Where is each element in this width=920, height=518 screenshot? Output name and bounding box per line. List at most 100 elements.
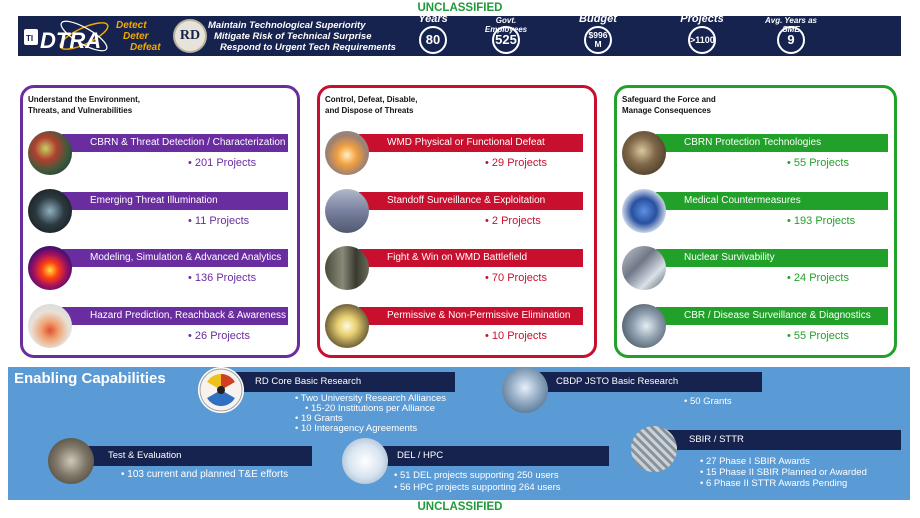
block-label: RD Core Basic Research bbox=[227, 372, 455, 392]
list-item: CBRN & Threat Detection / Characterizati… bbox=[28, 128, 298, 178]
item-label: CBRN & Threat Detection / Characterizati… bbox=[62, 134, 288, 152]
list-item: 6 Phase II STTR Awards Pending bbox=[700, 478, 867, 489]
elimination-image-icon bbox=[325, 304, 369, 348]
list-item: Emerging Threat Illumination • 11 Projec… bbox=[28, 186, 298, 236]
item-count: • 136 Projects bbox=[188, 272, 257, 284]
item-count: • 55 Projects bbox=[787, 157, 849, 169]
item-label: Medical Countermeasures bbox=[656, 192, 888, 210]
item-count: • 11 Projects bbox=[188, 215, 250, 227]
panel-title: Control, Defeat, Disable, and Dispose of… bbox=[325, 95, 418, 115]
panel-title: Safeguard the Force and Manage Consequen… bbox=[622, 95, 716, 115]
explosion-image-icon bbox=[325, 131, 369, 175]
list-item: 15-20 Institutions per Alliance bbox=[295, 404, 446, 414]
lab-gloves-image-icon bbox=[622, 189, 666, 233]
protective-gear-image-icon bbox=[622, 131, 666, 175]
stat-value: 9 bbox=[777, 26, 805, 54]
list-item: CBRN Protection Technologies • 55 Projec… bbox=[622, 128, 892, 178]
item-count: • 201 Projects bbox=[188, 157, 257, 169]
panel-safeguard: Safeguard the Force and Manage Consequen… bbox=[614, 85, 897, 358]
mission-3: Respond to Urgent Tech Requirements bbox=[220, 42, 396, 53]
mission-list: Maintain Technological Superiority Mitig… bbox=[208, 20, 396, 53]
panel-title: Understand the Environment, Threats, and… bbox=[28, 95, 141, 115]
block-items: 27 Phase I SBIR Awards 15 Phase II SBIR … bbox=[700, 456, 867, 489]
block-items: 51 DEL projects supporting 250 users 56 … bbox=[394, 470, 561, 494]
mission-2: Mitigate Risk of Technical Surprise bbox=[214, 31, 372, 42]
block-label: DEL / HPC bbox=[369, 446, 609, 466]
list-item: 56 HPC projects supporting 264 users bbox=[394, 482, 561, 494]
list-item: Modeling, Simulation & Advanced Analytic… bbox=[28, 243, 298, 293]
item-label: Modeling, Simulation & Advanced Analytic… bbox=[62, 249, 288, 267]
list-item: 10 Interagency Agreements bbox=[295, 424, 446, 434]
list-item: CBR / Disease Surveillance & Diagnostics… bbox=[622, 301, 892, 351]
item-count: • 2 Projects bbox=[485, 215, 541, 227]
block-items: Two University Research Alliances 15-20 … bbox=[295, 394, 446, 434]
classification-bottom: UNCLASSIFIED bbox=[417, 501, 503, 513]
stat-value: >1100 bbox=[688, 26, 716, 54]
microchip-image-icon bbox=[631, 426, 677, 472]
list-item: 15 Phase II SBIR Planned or Awarded bbox=[700, 467, 867, 478]
stat-label: Years bbox=[418, 13, 448, 25]
logo-text: DTRA bbox=[40, 28, 101, 53]
svg-text:TI: TI bbox=[26, 34, 33, 43]
list-item: 103 current and planned T&E efforts bbox=[121, 470, 288, 480]
enabling-title: Enabling Capabilities bbox=[14, 370, 166, 387]
list-item: Two University Research Alliances bbox=[295, 394, 446, 404]
heatmap-image-icon bbox=[28, 246, 72, 290]
hpc-network-image-icon bbox=[342, 438, 388, 484]
radiation-symbol-icon bbox=[198, 367, 244, 413]
item-label: CBR / Disease Surveillance & Diagnostics bbox=[656, 307, 888, 325]
seal-text: RD bbox=[179, 28, 201, 43]
lab-researcher-image-icon bbox=[502, 367, 548, 413]
block-label: CBDP JSTO Basic Research bbox=[528, 372, 762, 392]
item-count: • 70 Projects bbox=[485, 272, 547, 284]
stat-budget: Budget $996 M bbox=[568, 13, 628, 56]
panel-control: Control, Defeat, Disable, and Dispose of… bbox=[317, 85, 597, 358]
hardware-image-icon bbox=[622, 246, 666, 290]
soldiers-image-icon bbox=[325, 246, 369, 290]
list-item: 50 Grants bbox=[684, 397, 732, 407]
header-banner: TI DTRA Detect Deter Defeat RD Maintain … bbox=[18, 13, 901, 56]
stat-label: Budget bbox=[579, 13, 617, 25]
item-count: • 24 Projects bbox=[787, 272, 849, 284]
motto-defeat: Defeat bbox=[130, 42, 161, 53]
stat-years: Years 80 bbox=[403, 13, 463, 56]
block-items: 103 current and planned T&E efforts bbox=[121, 470, 288, 480]
item-count: • 55 Projects bbox=[787, 330, 849, 342]
motto-detect: Detect bbox=[116, 20, 147, 31]
list-item: 27 Phase I SBIR Awards bbox=[700, 456, 867, 467]
block-label: SBIR / STTR bbox=[661, 430, 901, 450]
stat-projects: Projects >1100 bbox=[672, 13, 732, 56]
list-item: Permissive & Non-Permissive Elimination … bbox=[325, 301, 595, 351]
item-label: Nuclear Survivability bbox=[656, 249, 888, 267]
item-count: • 29 Projects bbox=[485, 157, 547, 169]
panel-understand: Understand the Environment, Threats, and… bbox=[20, 85, 300, 358]
item-label: Permissive & Non-Permissive Elimination bbox=[359, 307, 583, 325]
item-count: • 193 Projects bbox=[787, 215, 856, 227]
block-label: Test & Evaluation bbox=[80, 446, 312, 466]
classification-top: UNCLASSIFIED bbox=[417, 2, 503, 14]
list-item: Medical Countermeasures • 193 Projects bbox=[622, 186, 892, 236]
rd-seal-icon: RD bbox=[173, 19, 207, 53]
stat-employees: Govt. Employees 525 bbox=[476, 16, 536, 56]
enabling-capabilities: Enabling Capabilities RD Core Basic Rese… bbox=[8, 367, 910, 500]
diagnostics-image-icon bbox=[622, 304, 666, 348]
block-items: 50 Grants bbox=[684, 397, 732, 407]
item-label: CBRN Protection Technologies bbox=[656, 134, 888, 152]
dtra-logo: TI DTRA bbox=[24, 20, 109, 53]
stat-value: 80 bbox=[419, 26, 447, 54]
stat-avg-years: Avg. Years as SME 9 bbox=[761, 16, 821, 56]
item-label: Fight & Win on WMD Battlefield bbox=[359, 249, 583, 267]
stat-value: $996 M bbox=[584, 26, 612, 54]
threat-illumination-image-icon bbox=[28, 189, 72, 233]
detection-image-icon bbox=[28, 131, 72, 175]
item-label: Hazard Prediction, Reachback & Awareness bbox=[62, 307, 288, 325]
list-item: Fight & Win on WMD Battlefield • 70 Proj… bbox=[325, 243, 595, 293]
mission-1: Maintain Technological Superiority bbox=[208, 20, 366, 31]
item-count: • 10 Projects bbox=[485, 330, 547, 342]
motto-deter: Deter bbox=[123, 31, 149, 42]
stat-label: Projects bbox=[680, 13, 724, 25]
stat-value: 525 bbox=[492, 26, 520, 54]
item-count: • 26 Projects bbox=[188, 330, 250, 342]
list-item: Nuclear Survivability • 24 Projects bbox=[622, 243, 892, 293]
item-label: Emerging Threat Illumination bbox=[62, 192, 288, 210]
